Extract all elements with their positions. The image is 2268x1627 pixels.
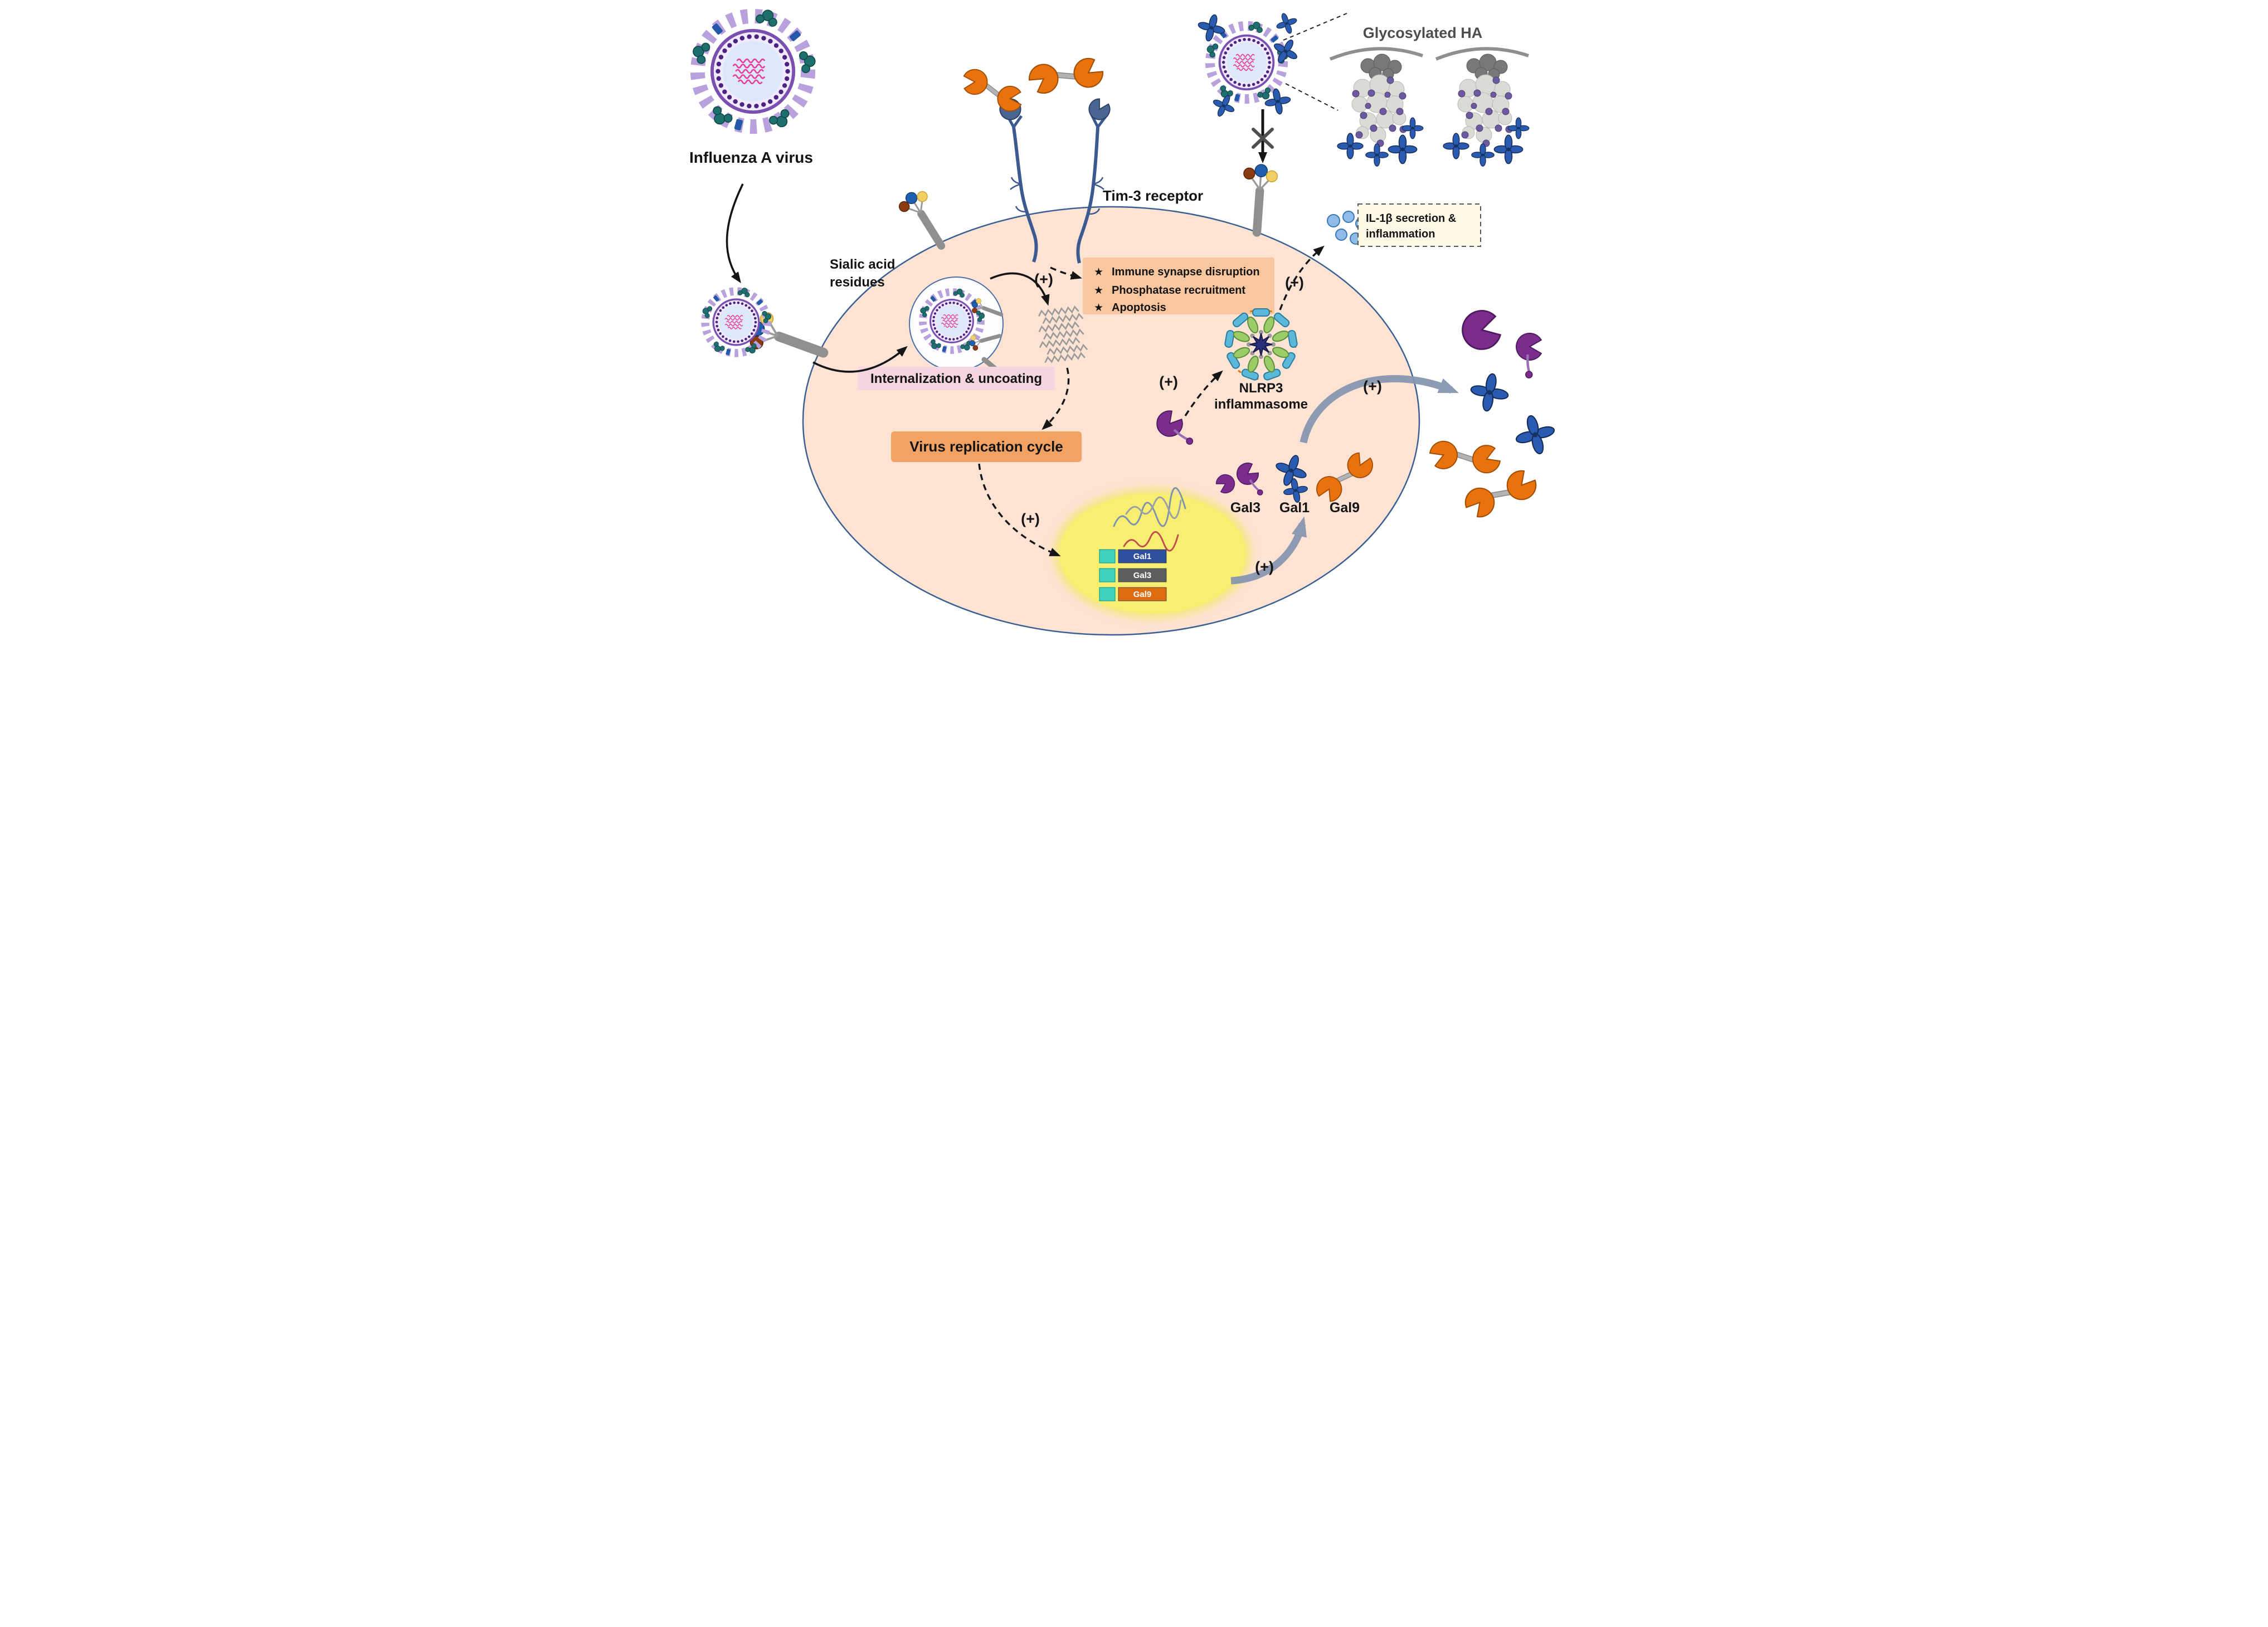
gal1-label: Gal1 bbox=[1279, 500, 1310, 516]
secreted-galectins bbox=[1421, 306, 1560, 524]
tim3-head-icon-right bbox=[1084, 95, 1114, 124]
plus-sign-nlrp3: (+) bbox=[1159, 373, 1178, 390]
gal1-secreted-icon-1 bbox=[1467, 370, 1512, 415]
star-icon: ★ bbox=[1094, 302, 1103, 314]
effect-item-3: Apoptosis bbox=[1112, 302, 1166, 314]
pointer-line-bottom bbox=[1285, 83, 1339, 111]
plus-sign-nucleus: (+) bbox=[1021, 511, 1040, 527]
arrow-tim3-signal bbox=[1050, 266, 1082, 280]
star-icon: ★ bbox=[1094, 266, 1103, 278]
effect-item-2: Phosphatase recruitment bbox=[1112, 284, 1245, 297]
gene-bar-gal9: Gal9 bbox=[1099, 587, 1167, 601]
gal1-bound-icon-2 bbox=[1273, 9, 1301, 37]
glycosylated-ha-label: Glycosylated HA bbox=[1363, 25, 1483, 41]
svg-text:★ Apoptosis: ★ Apoptosis bbox=[1094, 302, 1166, 314]
svg-text:★ Phosphatase recruitmen: ★ Phosphatase recruitment bbox=[1094, 284, 1245, 297]
gal3-secreted-icon-1 bbox=[1457, 306, 1504, 354]
gal3-secreted-icon-2 bbox=[1500, 323, 1553, 380]
gal3-label: Gal3 bbox=[1230, 500, 1260, 516]
ha-structure-icon-right bbox=[1436, 48, 1529, 166]
virus-replication-box: Virus replication cycle bbox=[891, 431, 1082, 462]
gal9-secreted-icon-2 bbox=[1456, 463, 1545, 524]
svg-text:★ Immune synapse disrupt: ★ Immune synapse disruption bbox=[1094, 266, 1260, 278]
plus-sign-gene-induction: (+) bbox=[1255, 558, 1274, 575]
plus-sign-il1b: (+) bbox=[1285, 274, 1304, 291]
il1b-label-line1: IL-1β secretion & bbox=[1366, 212, 1456, 225]
gal1-bound-icon-1 bbox=[1194, 11, 1229, 45]
arrow-nlrp3-to-il1b bbox=[1279, 245, 1325, 310]
arrow-endosome-to-rna bbox=[990, 272, 1050, 306]
internalization-caption: Internalization & uncoating bbox=[858, 367, 1055, 390]
plus-sign-secretion: (+) bbox=[1363, 378, 1382, 395]
nlrp3-label-line2: inflammasome bbox=[1214, 397, 1308, 412]
galectin-gene-bars: Gal1 Gal3 Gal9 bbox=[1099, 549, 1167, 601]
tim3-receptor-left bbox=[996, 95, 1038, 263]
gene-label-gal1: Gal1 bbox=[1133, 552, 1152, 561]
gene-label-gal3: Gal3 bbox=[1133, 571, 1152, 580]
nlrp3-label-line1: NLRP3 bbox=[1239, 381, 1283, 396]
il1b-label-line2: inflammation bbox=[1366, 228, 1435, 240]
arrow-rna-to-replication bbox=[1041, 367, 1070, 430]
gal1-secreted-icon-2 bbox=[1510, 410, 1560, 460]
tim3-effects-box: ★ Immune synapse disruption ★ Phosphatas… bbox=[1083, 258, 1274, 314]
il1b-caption-box: IL-1β secretion & inflammation bbox=[1357, 203, 1481, 247]
tim3-receptor-right bbox=[1076, 95, 1114, 264]
arrow-nucleus-to-galectins bbox=[1230, 516, 1307, 585]
pointer-line-top bbox=[1283, 13, 1347, 41]
gal9-secreted-icon-1 bbox=[1421, 423, 1509, 490]
arrow-replication-to-nucleus bbox=[978, 463, 1061, 556]
effect-item-1: Immune synapse disruption bbox=[1112, 266, 1260, 278]
gene-label-gal9: Gal9 bbox=[1133, 590, 1152, 599]
gene-bar-gal1: Gal1 bbox=[1099, 549, 1167, 564]
nuclear-rna-squiggles bbox=[1113, 487, 1186, 552]
virus-replication-label: Virus replication cycle bbox=[909, 438, 1063, 455]
arrow-galectins-secretion bbox=[1300, 375, 1459, 444]
plus-sign-tim3: (+) bbox=[1034, 271, 1053, 288]
star-icon: ★ bbox=[1094, 285, 1103, 297]
influenza-virus-label: Influenza A virus bbox=[689, 149, 813, 166]
nlrp3-inflammasome-icon bbox=[1224, 308, 1298, 381]
internalization-label: Internalization & uncoating bbox=[870, 371, 1042, 386]
blocked-cross-icon bbox=[1252, 128, 1274, 149]
influenza-virion-large-icon bbox=[690, 8, 817, 132]
sialic-acid-label-line1: Sialic acid bbox=[830, 257, 895, 272]
influenza-virion-galectin-coated bbox=[1194, 9, 1304, 122]
sialic-acid-label-line2: residues bbox=[830, 275, 885, 290]
figure-canvas: Gal1 Gal3 Gal9 Internalization & uncoati… bbox=[680, 0, 1560, 636]
ha-structure-icon-left bbox=[1330, 48, 1423, 166]
arrow-virus-to-endosome bbox=[812, 346, 908, 373]
sialic-acid-icon-blocked bbox=[1240, 163, 1278, 234]
gal9-label: Gal9 bbox=[1330, 500, 1360, 516]
tim3-receptor-label: Tim-3 receptor bbox=[1103, 187, 1203, 204]
gene-bar-gal3: Gal3 bbox=[1099, 568, 1167, 582]
figure-container: Gal1 Gal3 Gal9 Internalization & uncoati… bbox=[680, 0, 1588, 651]
arrow-virus-entry bbox=[726, 183, 744, 284]
gal9-galectin-icon-tim3-right bbox=[1023, 48, 1108, 103]
